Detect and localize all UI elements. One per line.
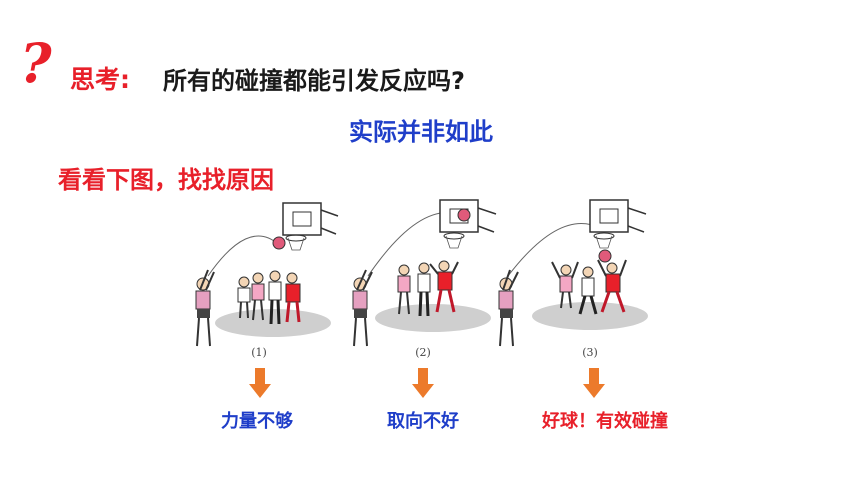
answer-text: 实际并非如此 bbox=[349, 118, 493, 146]
down-arrow-icon bbox=[583, 368, 605, 398]
down-arrow-icon bbox=[412, 368, 434, 398]
basketball-scene-3 bbox=[490, 198, 660, 358]
panel-number-1: (1) bbox=[251, 346, 267, 359]
basketball-scene-2 bbox=[338, 198, 508, 358]
result-2-text: 取向不好 bbox=[387, 411, 459, 432]
result-3-text: 好球！有效碰撞 bbox=[542, 411, 668, 432]
basketball-scene-1 bbox=[178, 198, 348, 358]
question-text: 所有的碰撞都能引发反应吗? bbox=[163, 67, 465, 95]
think-label: 思考: bbox=[70, 65, 130, 94]
result-1-text: 力量不够 bbox=[221, 411, 293, 432]
look-hint-text: 看看下图，找找原因 bbox=[58, 166, 274, 194]
panel-number-2: (2) bbox=[415, 346, 431, 359]
panel-number-3: (3) bbox=[582, 346, 598, 359]
question-mark-icon: ? bbox=[20, 31, 52, 95]
down-arrow-icon bbox=[249, 368, 271, 398]
